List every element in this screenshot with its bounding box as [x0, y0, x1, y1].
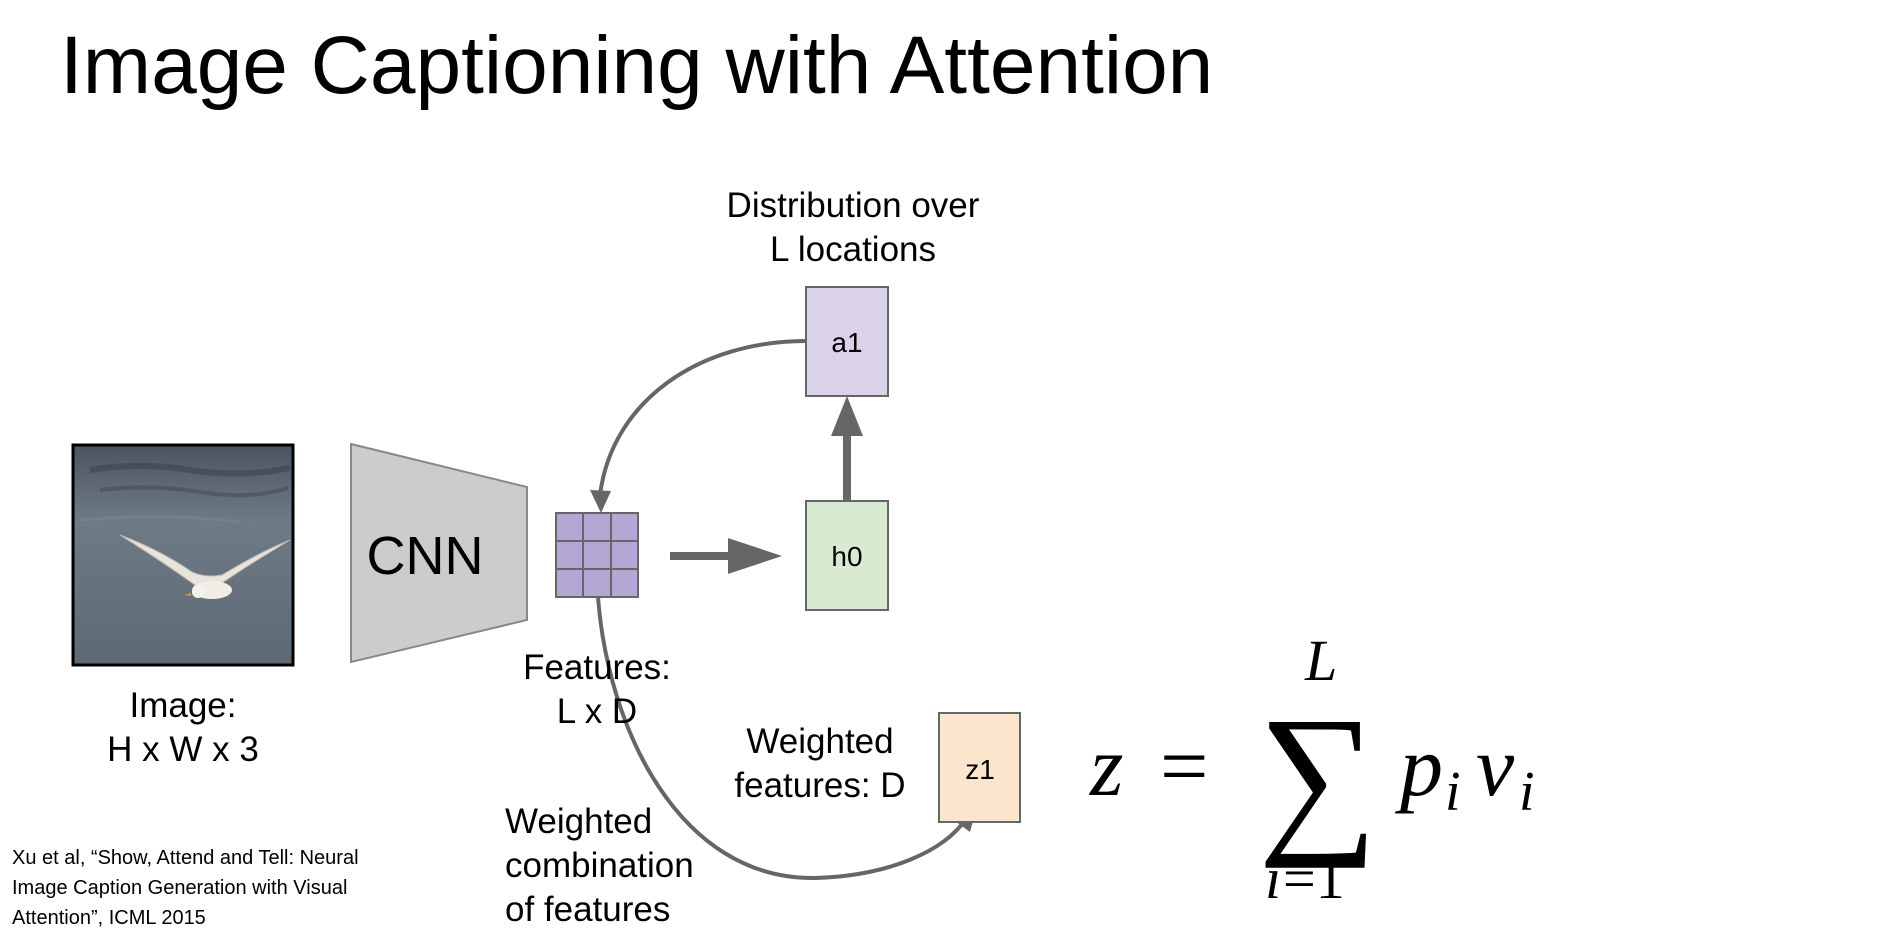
weighted-combination-line2: combination — [505, 846, 694, 885]
image-label: Image: H x W x 3 — [63, 684, 303, 772]
features-to-h0-arrow — [670, 538, 782, 574]
features-label: Features: L x D — [497, 646, 697, 734]
formula-lhs: z — [1089, 718, 1123, 814]
attention-formula: z = L ∑ i =1 p i v i — [1089, 628, 1535, 911]
formula-sum-lower-eq: =1 — [1283, 846, 1345, 911]
formula-sum-upper: L — [1304, 628, 1337, 693]
h0-label: h0 — [831, 541, 862, 572]
a1-to-features-curve-arrow — [590, 339, 807, 513]
distribution-label: Distribution over L locations — [693, 184, 1013, 272]
z1-label: z1 — [965, 754, 995, 785]
weighted-features-line1: Weighted — [746, 722, 894, 761]
citation: Xu et al, “Show, Attend and Tell: Neural… — [12, 847, 359, 929]
weighted-combination-label: Weighted combination of features — [505, 800, 745, 932]
formula-term-p: p — [1394, 718, 1443, 814]
input-image — [71, 443, 295, 667]
image-label-line2: H x W x 3 — [107, 730, 259, 769]
h0-box: h0 — [805, 500, 889, 611]
weighted-features-line2: features: D — [734, 766, 906, 805]
features-label-line1: Features: — [523, 648, 671, 687]
image-label-line1: Image: — [129, 686, 237, 725]
formula-term-v: v — [1476, 718, 1515, 814]
formula-equals: = — [1160, 718, 1209, 814]
weighted-features-label: Weighted features: D — [710, 720, 930, 808]
a1-box: a1 — [805, 286, 889, 397]
formula-term-p-sub: i — [1445, 761, 1461, 823]
cnn-block: CNN — [350, 442, 528, 664]
formula-sum-symbol: ∑ — [1258, 683, 1378, 869]
weighted-combination-line1: Weighted — [505, 802, 653, 841]
a1-label: a1 — [831, 327, 862, 358]
cnn-label: CNN — [367, 526, 484, 586]
distribution-label-line2: L locations — [769, 230, 937, 269]
formula-term-v-sub: i — [1519, 761, 1535, 823]
distribution-label-line1: Distribution over — [726, 186, 980, 225]
formula-sum-lower-var: i — [1265, 846, 1281, 911]
features-grid — [555, 512, 639, 598]
bird-icon — [119, 534, 291, 599]
features-label-line2: L x D — [556, 692, 638, 731]
h0-to-a1-arrow — [831, 396, 863, 501]
z1-box: z1 — [938, 712, 1021, 823]
slide-title: Image Captioning with Attention — [60, 20, 1214, 111]
weighted-combination-line3: of features — [505, 890, 671, 929]
